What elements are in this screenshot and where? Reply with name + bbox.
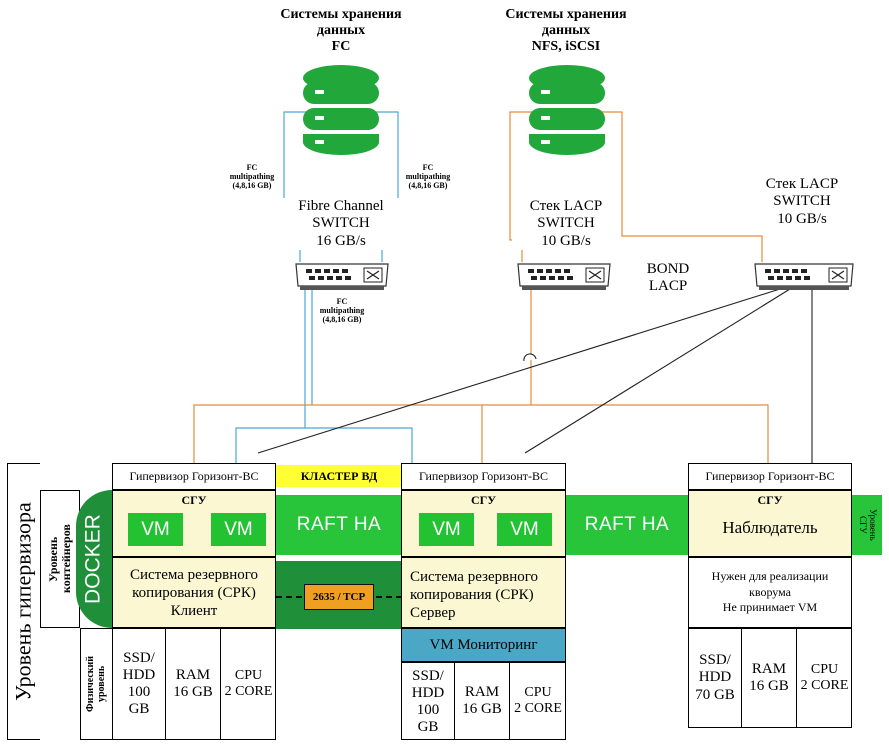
- node1-srk-text: Система резервного копирования (СРК) Кли…: [129, 566, 258, 619]
- node3-header: Гипервизор Горизонт-ВС: [688, 463, 852, 490]
- fc-multipath-label-right: FC multipathing (4,8,16 GB): [405, 163, 451, 191]
- node2-monitor-text: VM Мониторинг: [429, 636, 538, 653]
- storage-fc-title: Системы хранения данных FC: [280, 7, 402, 55]
- node1-sgu-label: СГУ: [181, 493, 207, 507]
- node1-header: Гипервизор Горизонт-ВС: [112, 463, 276, 490]
- node2-vm-2[interactable]: VM: [497, 513, 552, 546]
- node2-hardware: SSD/ HDD 100 GB RAM 16 GB CPU 2 CORE: [401, 662, 566, 740]
- physical-level-frame: [80, 628, 112, 740]
- lacp-switch-label-1: Стек LACP SWITCH 10 GB/s: [512, 198, 620, 250]
- node1-hardware: SSD/ HDD 100 GB RAM 16 GB CPU 2 CORE: [112, 628, 276, 740]
- docker-tab: [76, 490, 112, 628]
- database-icon: [529, 65, 605, 155]
- node3-cpu: CPU 2 CORE: [796, 629, 852, 727]
- node1-srk: Система резервного копирования (СРК) Кли…: [112, 557, 276, 628]
- node1-ssd: SSD/ HDD 100 GB: [122, 649, 156, 718]
- network-switch-icon: [517, 263, 611, 290]
- lacp-switch-label-2: Стек LACP SWITCH 10 GB/s: [765, 176, 839, 227]
- node1-vm-1[interactable]: VM: [128, 513, 183, 546]
- docker-label: DOCKER: [81, 514, 105, 604]
- node2-srk: Система резервного копирования (СРК) Сер…: [401, 557, 566, 628]
- node3-hardware: SSD/ HDD 70 GB RAM 16 GB CPU 2 CORE: [688, 628, 852, 728]
- physical-level-label: Физический уровень: [85, 655, 107, 713]
- node3-sgu-label: СГУ: [757, 493, 783, 507]
- hypervisor-level-label: Уровень гипервизора: [10, 502, 36, 702]
- bond-lacp-label: BOND LACP: [646, 261, 690, 295]
- tcp-port-label: 2635 / TCP: [304, 584, 374, 610]
- node2-srk-text: Система резервного копирования (СРК) Сер…: [410, 569, 539, 621]
- node1-vm-2[interactable]: VM: [211, 513, 266, 546]
- node2-sgu-label: СГУ: [470, 493, 497, 507]
- raft-ha-band-2: RAFT HA: [566, 495, 688, 555]
- fc-multipath-label-left: FC multipathing (4,8,16 GB): [229, 163, 275, 191]
- node3-observer: Наблюдатель: [722, 518, 818, 537]
- network-switch-icon: [295, 263, 389, 290]
- node1-ram: RAM 16 GB: [165, 629, 220, 739]
- node2-vm-monitoring[interactable]: VM Мониторинг: [401, 628, 566, 662]
- sgu-level-label: Уровень СГУ: [858, 509, 878, 541]
- network-switch-icon: [754, 263, 854, 290]
- node1-header-text: Гипервизор Горизонт-ВС: [129, 469, 259, 483]
- node2-cpu: CPU 2 CORE: [509, 663, 565, 739]
- node2-ssd: SSD/ HDD 100 GB: [411, 667, 445, 736]
- node3-note-box: Нужен для реализации кворума Не принимае…: [688, 557, 852, 628]
- node3-ssd: SSD/ HDD 70 GB: [695, 652, 735, 703]
- containers-level-label: Уровень контейнеров: [45, 524, 73, 594]
- sgu-level-band: [852, 495, 882, 555]
- cluster-label-text: КЛАСТЕР ВД: [300, 468, 378, 483]
- node3-ram: RAM 16 GB: [741, 629, 796, 727]
- storage-nfs-title: Системы хранения данных NFS, iSCSI: [505, 7, 627, 55]
- node2-header-text: Гипервизор Горизонт-ВС: [418, 469, 549, 483]
- node3-note: Нужен для реализации кворума Не принимае…: [711, 569, 829, 615]
- node2-vm-1[interactable]: VM: [419, 513, 474, 546]
- node2-header: Гипервизор Горизонт-ВС: [401, 463, 566, 490]
- hypervisor-level-frame: [7, 463, 40, 740]
- fc-multipath-label-bottom: FC multipathing (4,8,16 GB): [319, 297, 365, 325]
- node1-cpu: CPU 2 CORE: [220, 629, 276, 739]
- node3-header-text: Гипервизор Горизонт-ВС: [705, 469, 835, 483]
- raft-ha-band-1: RAFT HA: [276, 495, 402, 555]
- node2-ram: RAM 16 GB: [454, 663, 509, 739]
- cluster-label: КЛАСТЕР ВД: [276, 465, 402, 487]
- fc-switch-label: Fibre Channel SWITCH 16 GB/s: [280, 198, 402, 250]
- node3-sgu: СГУ Наблюдатель: [688, 490, 852, 557]
- database-icon: [303, 65, 379, 155]
